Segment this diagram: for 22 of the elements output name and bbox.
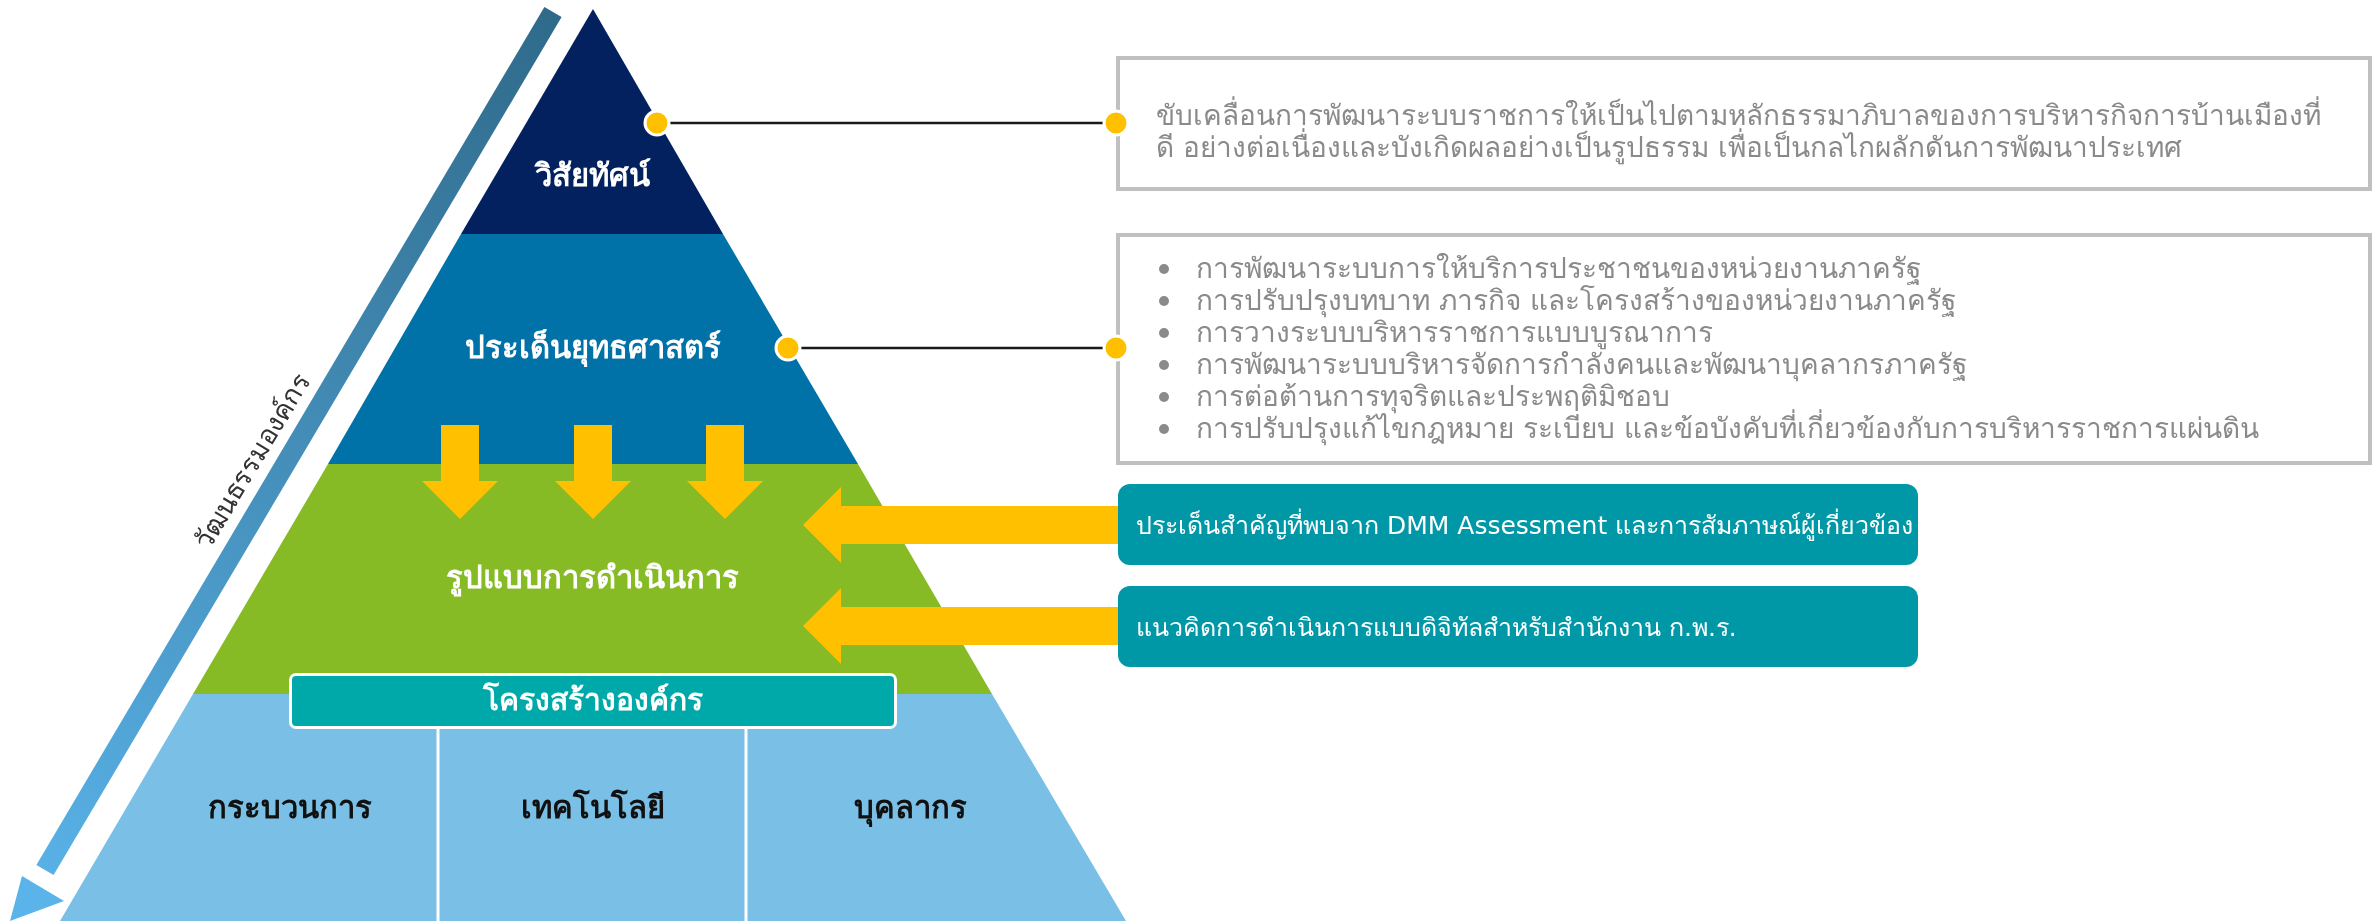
info-box: ประเด็นสำคัญที่พบจาก DMM Assessment และการสัมภาษณ์ผู้เกี่ยวข้อง — [1118, 484, 1918, 565]
bullet-item: การวางระบบบริหารราชการแบบบูรณาการ — [1156, 317, 2259, 349]
bullet-item: การพัฒนาระบบบริหารจัดการกำลังคนและพัฒนาบุคลากรภาครัฐ — [1156, 349, 2259, 381]
info-box: แนวคิดการดำเนินการแบบดิจิทัลสำหรับสำนักงาน ก.พ.ร. — [1118, 586, 1918, 667]
block-arrow — [803, 487, 1118, 563]
pillar-label: กระบวนการ — [208, 782, 372, 826]
bullet-item: การปรับปรุงบทบาท ภารกิจ และโครงสร้างของหน่วยงานภาครัฐ — [1156, 285, 2259, 317]
block-arrow — [803, 588, 1118, 664]
pillar-label: บุคลากร — [853, 782, 967, 826]
layer-title: รูปแบบการดำเนินการ — [446, 558, 739, 599]
leader-line — [774, 334, 1130, 362]
leader-line — [643, 109, 1130, 137]
banner: โครงสร้างองค์กร — [289, 673, 897, 729]
layer-title: ประเด็นยุทธศาสตร์ — [465, 328, 721, 369]
pillar-label: เทคโนโลยี — [521, 782, 665, 826]
bullet-item: การพัฒนาระบบการให้บริการประชาชนของหน่วยงานภาครัฐ — [1156, 253, 2259, 285]
block-arrow — [687, 425, 763, 519]
block-arrow — [555, 425, 631, 519]
block-arrow — [422, 425, 498, 519]
layer-title: วิสัยทัศน์ — [534, 156, 650, 195]
description-box — [1116, 233, 2372, 465]
description-box — [1116, 56, 2372, 191]
